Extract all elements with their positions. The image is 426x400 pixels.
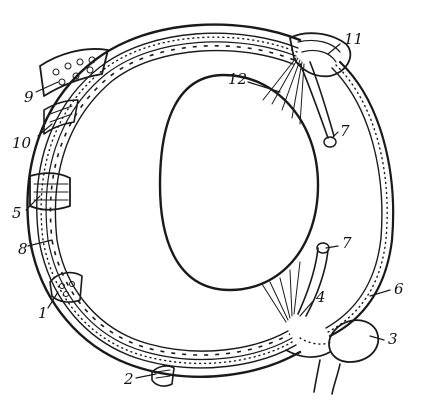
muscle-attachment bbox=[29, 172, 71, 211]
lower-eyelid-structure bbox=[285, 319, 380, 395]
label-9: 9 bbox=[24, 88, 34, 106]
lower-left-tissue bbox=[49, 271, 175, 387]
label-7-lower: 7 bbox=[342, 234, 352, 252]
label-11: 11 bbox=[344, 30, 363, 48]
upper-eyelid-structure bbox=[289, 32, 352, 78]
eyeball-wall bbox=[26, 23, 395, 378]
label-8: 8 bbox=[18, 240, 28, 258]
label-7-upper: 7 bbox=[340, 122, 350, 140]
label-4: 4 bbox=[315, 288, 326, 306]
lens bbox=[158, 73, 320, 292]
label-3: 3 bbox=[388, 330, 398, 348]
label-10: 10 bbox=[12, 134, 32, 152]
label-2: 2 bbox=[123, 370, 134, 388]
label-1: 1 bbox=[38, 304, 48, 322]
label-5: 5 bbox=[12, 204, 22, 222]
zonular-fibers bbox=[261, 57, 305, 323]
label-6: 6 bbox=[394, 280, 404, 298]
label-12: 12 bbox=[228, 70, 247, 88]
labels: 9 10 5 8 1 2 12 11 7 7 4 6 3 bbox=[12, 30, 404, 388]
upper-left-tissue bbox=[39, 48, 109, 135]
leader-lines bbox=[25, 43, 391, 379]
